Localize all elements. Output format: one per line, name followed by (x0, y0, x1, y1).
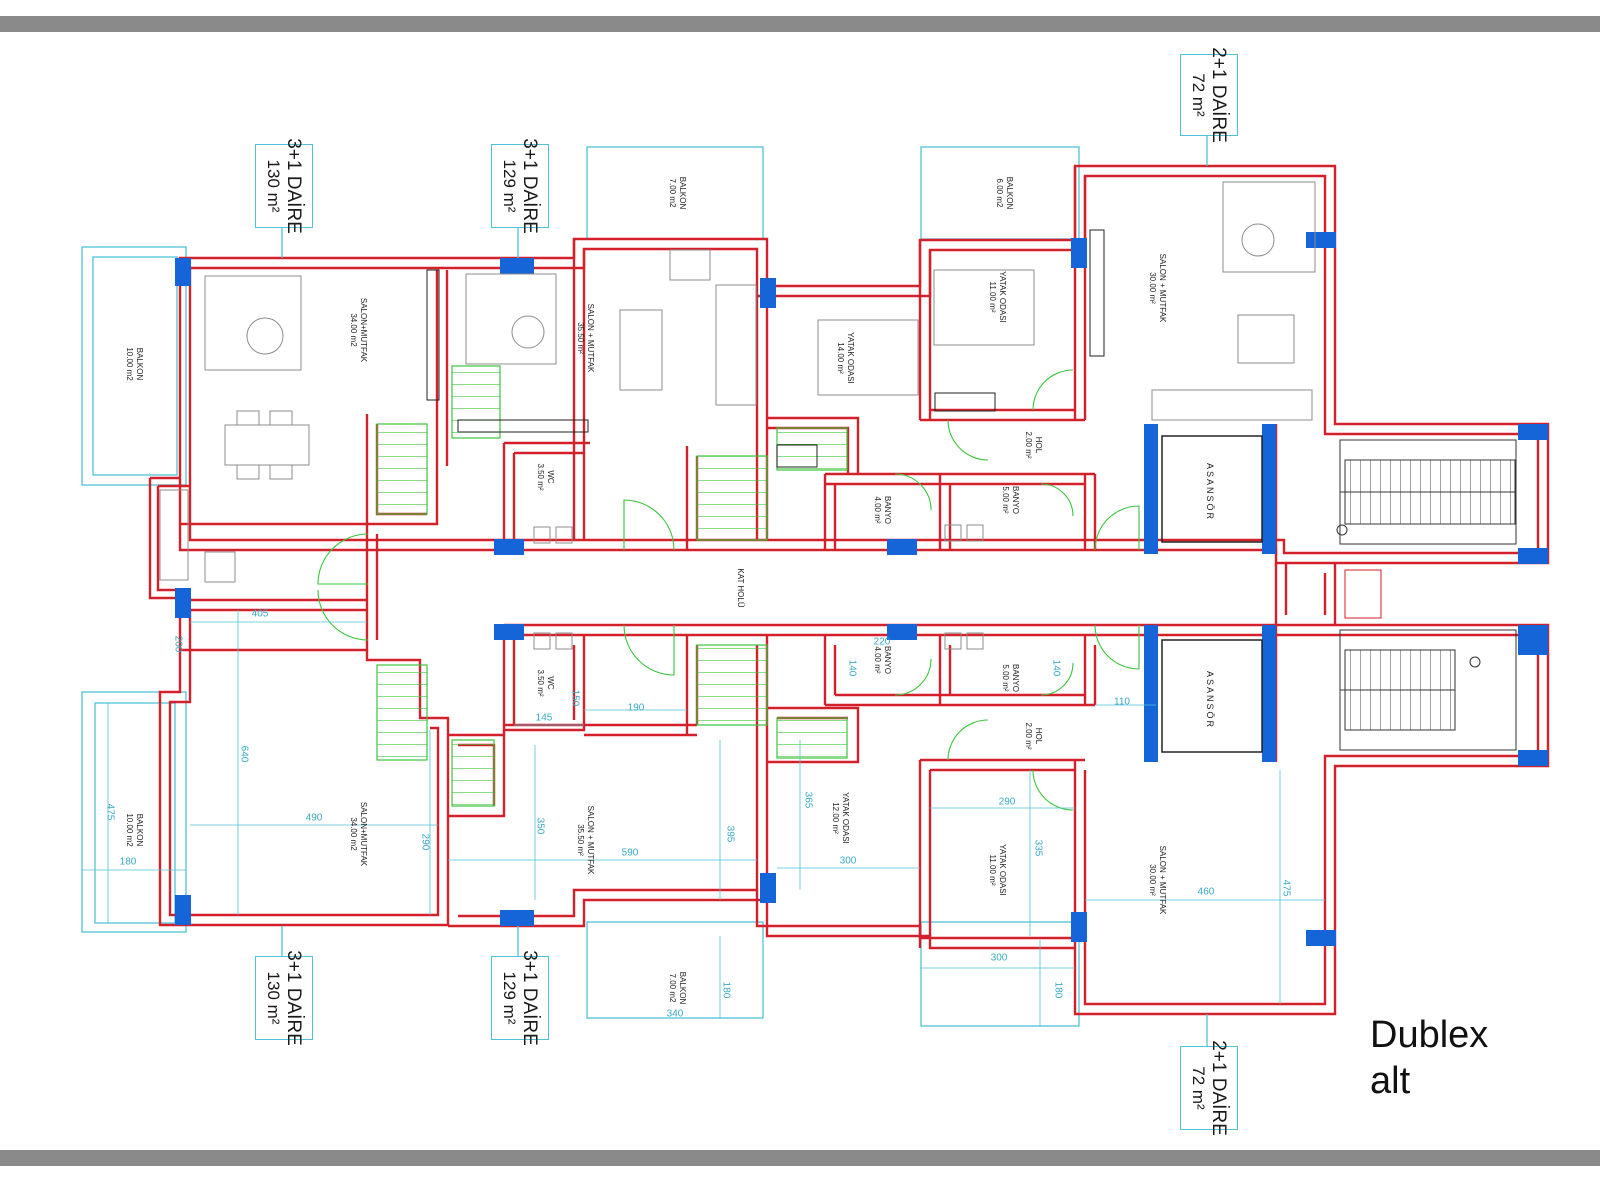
drawing-caption: Dublex alt (1370, 1012, 1488, 1104)
dimension-label: 300 (990, 952, 1008, 964)
dimension-label: 110 (1114, 696, 1130, 708)
top-border-band (0, 16, 1600, 32)
dimension-label: 335 (1032, 839, 1044, 857)
elevator-label: ASANSÖR (1205, 462, 1215, 522)
unit-tag-area: 129 m² (500, 159, 520, 213)
elevator-shafts (1161, 435, 1263, 753)
walls (148, 164, 1550, 1016)
dimension-label: 145 (535, 712, 553, 724)
elevator-label: ASANSÖR (1205, 670, 1215, 730)
caption-line-1: Dublex (1370, 1014, 1489, 1056)
dimension-label: 150 (569, 689, 581, 707)
main-staircase (1336, 439, 1517, 751)
dimension-label: 290 (419, 833, 431, 851)
dimension-label: 180 (119, 856, 137, 868)
dimension-label: 300 (839, 855, 857, 867)
dimension-label: 405 (251, 608, 269, 620)
dimension-label: 475 (104, 803, 116, 821)
dimension-label: 180 (720, 981, 732, 999)
dimension-label: 180 (1052, 981, 1064, 999)
unit-tag-area: 130 m² (264, 159, 284, 213)
dimension-label: 640 (238, 745, 250, 763)
room-label: KAT HOLÜ (736, 568, 745, 608)
unit-tag-area: 130 m² (264, 971, 284, 1025)
unit-tag-title: 3+1 DAİRE (283, 950, 305, 1046)
unit-tag-title: 3+1 DAİRE (519, 950, 541, 1046)
dimension-label: 350 (534, 817, 546, 835)
dimension-label: 220 (873, 636, 891, 648)
dimension-label: 340 (666, 1008, 684, 1020)
dimension-label: 290 (998, 796, 1016, 808)
unit-tag-title: 2+1 DAİRE (1208, 47, 1230, 143)
unit-tag-title: 3+1 DAİRE (283, 138, 305, 234)
doors (317, 369, 1140, 811)
dimension-label: 460 (1197, 886, 1215, 898)
dimension-lines (82, 610, 1325, 1026)
unit-tag-title: 2+1 DAİRE (1208, 1040, 1230, 1136)
furniture (159, 181, 1316, 650)
tag-leaders (281, 134, 1208, 1046)
dimension-label: 590 (621, 847, 639, 859)
dimension-label: 200 (172, 635, 184, 653)
unit-tag-area: 72 m² (1189, 1066, 1209, 1110)
dimension-label: 140 (1050, 659, 1062, 677)
caption-line-2: alt (1370, 1060, 1411, 1102)
dimension-label: 395 (724, 825, 736, 843)
duplex-stairs (376, 365, 848, 807)
dimension-label: 190 (627, 702, 645, 714)
dimension-label: 490 (305, 812, 323, 824)
dimension-label: 365 (802, 791, 814, 809)
unit-tag-area: 72 m² (1189, 73, 1209, 117)
dimension-label: 140 (846, 659, 858, 677)
bottom-border-band (0, 1150, 1600, 1166)
unit-tag-area: 129 m² (500, 971, 520, 1025)
dimension-label: 475 (1280, 879, 1292, 897)
unit-tag-title: 3+1 DAİRE (519, 138, 541, 234)
columns (175, 232, 1548, 946)
